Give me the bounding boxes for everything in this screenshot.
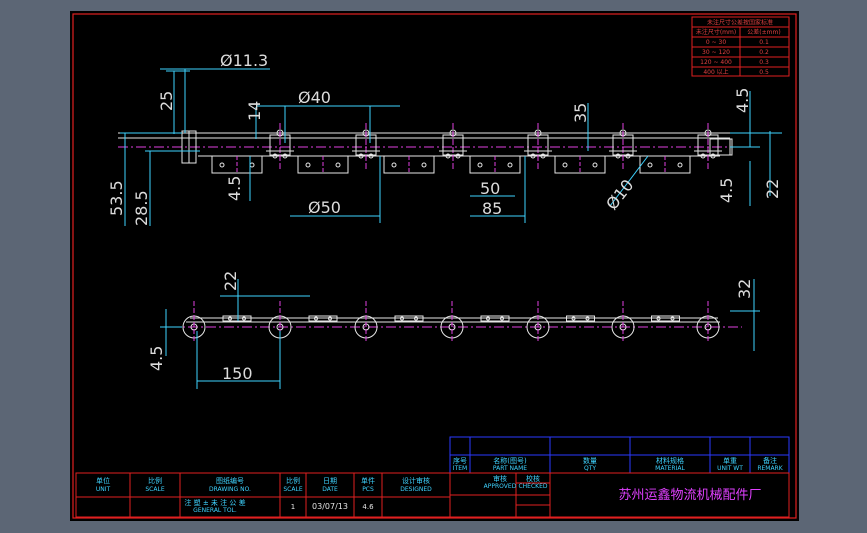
tolerance-range-2: 30 ~ 120 — [702, 49, 730, 56]
tolerance-table: 未注尺寸公差按国家标准 未注尺寸(mm) 公差(±mm) 0 ~ 30 0.1 30 ~… — [691, 16, 790, 77]
dim-4-5-plan: 4.5 — [147, 346, 166, 371]
bom-header-4: 单重 — [723, 456, 737, 465]
drawing-canvas: 未注尺寸公差按国家标准 未注尺寸(mm) 公差(±mm) 0 ~ 30 0.1 30 ~… — [70, 11, 799, 521]
chain-side-view — [118, 123, 760, 174]
dim-53-5: 53.5 — [107, 180, 126, 216]
plan-roller — [268, 301, 338, 341]
bom-header-3: 材料规格 — [656, 456, 684, 465]
roller-assembly — [439, 123, 467, 171]
bom-header-en-0: ITEM — [453, 465, 467, 472]
title-header-3: 比例 — [286, 476, 300, 485]
attachment-plate — [211, 155, 263, 174]
main-title-box — [75, 472, 790, 518]
attachment-plate — [469, 155, 521, 174]
title-header-en-3: SCALE — [283, 486, 302, 493]
check-label-en: CHECKED — [518, 483, 547, 490]
roller-assembly — [352, 123, 380, 171]
attachment-plate — [297, 155, 349, 174]
chain-top-view — [170, 301, 742, 341]
plan-roller — [182, 301, 252, 341]
bom-header-en-1: PART NAME — [493, 465, 527, 472]
title-header-0: 单位 — [96, 476, 110, 485]
dimension-lines — [120, 68, 782, 389]
scale-value: 1 — [291, 503, 295, 511]
attachment-plate — [554, 155, 606, 174]
bom-header-0: 序号 — [453, 456, 467, 465]
company-name: 苏州运鑫物流机械配件厂 — [618, 487, 761, 503]
bom-header-en-3: MATERIAL — [655, 465, 685, 472]
plan-roller — [354, 301, 424, 341]
plan-roller — [440, 301, 510, 341]
dim-diameter-10: Ø10 — [602, 176, 637, 214]
dim-50: 50 — [480, 179, 500, 198]
review-label: 审核 — [493, 474, 507, 483]
plan-roller — [611, 301, 680, 341]
title-header-en-1: SCALE — [145, 486, 164, 493]
dim-diameter-11-3: Ø11.3 — [220, 51, 268, 70]
bom-header-1: 名称(图号) — [493, 456, 527, 465]
bom-header-en-4: UNIT WT — [717, 465, 743, 472]
date-value: 03/07/13 — [312, 502, 348, 511]
bom-header-en-2: QTY — [584, 465, 596, 472]
attachment-plate — [639, 155, 691, 174]
dim-25: 25 — [157, 91, 176, 111]
dim-150: 150 — [222, 364, 253, 383]
tolerance-line-1: 注 塑 ± 未 注 公 差 — [184, 498, 245, 507]
title-header-en-5: PCS — [362, 486, 374, 493]
bom-header-5: 备注 — [763, 456, 777, 465]
cad-drawing: 未注尺寸公差按国家标准 未注尺寸(mm) 公差(±mm) 0 ~ 30 0.1 30 ~… — [72, 13, 797, 519]
tolerance-range-1: 0 ~ 30 — [706, 39, 726, 46]
dim-diameter-50: Ø50 — [308, 198, 341, 217]
title-header-en-0: UNIT — [96, 486, 111, 493]
dim-35: 35 — [571, 103, 590, 123]
tolerance-line-2: GENERAL TOL. — [193, 507, 237, 514]
title-header-4: 日期 — [323, 477, 337, 485]
dim-4-5-left: 4.5 — [225, 176, 244, 201]
tolerance-range-4: 400 以上 — [703, 68, 728, 76]
title-header-1: 比例 — [148, 476, 162, 485]
bom-header-2: 数量 — [583, 456, 597, 465]
title-header-6: 设计审核 — [402, 476, 430, 485]
dim-4-5-top-right: 4.5 — [733, 88, 752, 113]
tolerance-value-2: 0.2 — [759, 49, 769, 56]
pcs-value: 4.6 — [362, 503, 374, 511]
roller-assembly — [609, 123, 637, 171]
dim-32: 32 — [735, 279, 754, 299]
dim-4-5-mid-right: 4.5 — [717, 178, 736, 203]
drawing-border — [72, 13, 797, 519]
tolerance-value-0: 公差(±mm) — [747, 28, 780, 36]
tolerance-value-3: 0.3 — [759, 59, 769, 66]
dim-85: 85 — [482, 199, 502, 218]
roller-assembly — [524, 123, 552, 171]
check-label: 校核 — [526, 474, 540, 483]
attachment-plate — [383, 155, 435, 174]
plan-roller — [526, 301, 595, 341]
tolerance-table-title: 未注尺寸公差按国家标准 — [707, 19, 773, 27]
tolerance-range-3: 120 ~ 400 — [700, 59, 732, 66]
roller-assembly — [266, 123, 294, 171]
dim-diameter-40: Ø40 — [298, 88, 331, 107]
tolerance-range-0: 未注尺寸(mm) — [696, 28, 736, 36]
bom-header-en-5: REMARK — [757, 465, 783, 472]
title-header-en-6: DESIGNED — [400, 486, 432, 493]
dim-22-right: 22 — [763, 179, 782, 199]
title-header-en-2: DRAWING NO. — [209, 486, 251, 493]
review-label-en: APPROVED — [484, 483, 517, 490]
plan-roller — [696, 301, 720, 341]
title-header-2: 图纸编号 — [216, 476, 244, 485]
tolerance-value-1: 0.1 — [759, 39, 769, 46]
dim-22-plan: 22 — [221, 271, 240, 291]
dim-28-5: 28.5 — [132, 190, 151, 226]
title-header-en-4: DATE — [322, 486, 338, 493]
tolerance-value-4: 0.5 — [759, 69, 769, 76]
dim-14: 14 — [245, 101, 264, 121]
title-header-5: 单件 — [361, 476, 375, 485]
roller-assembly — [694, 123, 722, 171]
